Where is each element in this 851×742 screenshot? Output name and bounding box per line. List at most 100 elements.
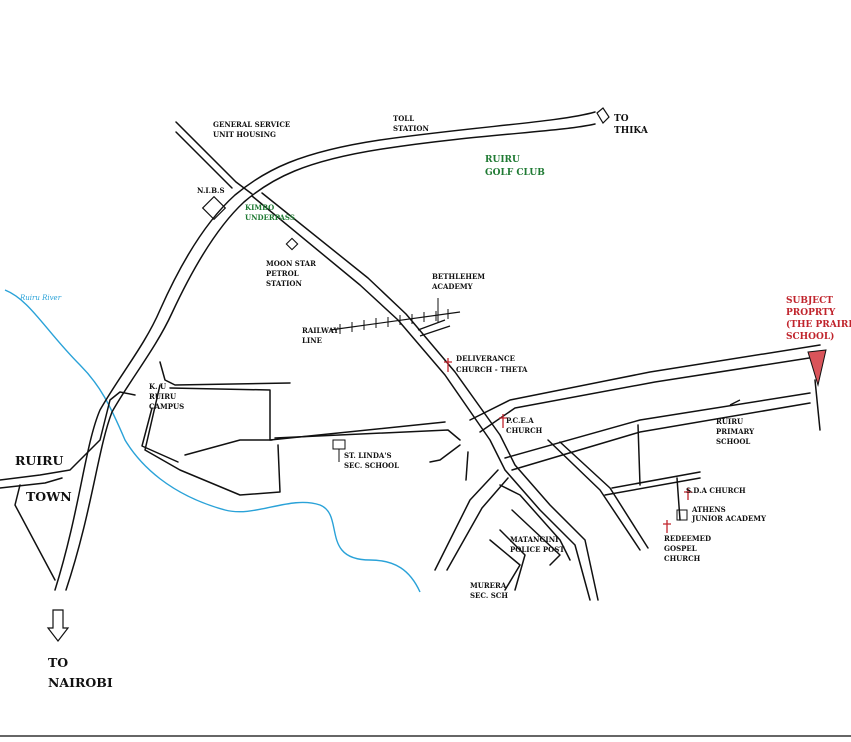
- thika-highway-south: [65, 123, 596, 591]
- ku-road-b: [169, 387, 446, 441]
- label-golf-club: RUIRU: [485, 155, 520, 165]
- label-pcea-2: CHURCH: [506, 426, 543, 435]
- label-moonstar: MOON STAR: [266, 259, 316, 268]
- railway-ticks: [339, 309, 449, 334]
- athens-building: [676, 509, 688, 521]
- diag-road-1: [547, 439, 641, 551]
- st-linda-building: [332, 439, 346, 450]
- primary-road-b: [511, 402, 811, 471]
- south-road-b: [446, 477, 509, 571]
- sda-cross: [684, 488, 692, 500]
- label-murera: MURERA: [470, 581, 507, 590]
- label-ruiru-town: RUIRU: [15, 453, 64, 468]
- label-town: TOWN: [26, 489, 72, 504]
- label-deliverance-2: CHURCH - THETA: [456, 365, 528, 374]
- south-road-d: [429, 444, 461, 463]
- label-toll-2: STATION: [393, 124, 430, 133]
- ku-road-d: [141, 407, 179, 463]
- to-nairobi-arrow: [46, 609, 70, 642]
- label-subject-2: PROPRTY: [786, 308, 836, 318]
- label-redeemed-3: CHURCH: [664, 554, 701, 563]
- sda-vertical: [676, 477, 681, 521]
- ruiru-town-road-2: [0, 477, 63, 489]
- subject-road-b: [479, 355, 823, 433]
- label-murera-2: SEC. SCH: [470, 591, 508, 600]
- label-st-linda-2: SEC. SCHOOL: [344, 461, 399, 470]
- south-road-c: [499, 484, 571, 561]
- label-matangini: MATANGINI: [510, 535, 558, 544]
- to-thika-arrow: [596, 107, 610, 124]
- kimbo-road-a: [251, 195, 591, 601]
- kimbo-road-b: [261, 192, 599, 601]
- ku-road-a: [159, 361, 291, 386]
- label-river: Ruiru River: [19, 294, 62, 302]
- south-road-a: [434, 469, 499, 571]
- label-st-linda: ST. LINDA'S: [344, 451, 392, 460]
- label-subject-3: (THE PRAIRIE: [786, 319, 851, 330]
- matangini-road: [511, 509, 561, 566]
- murera-road-2: [499, 529, 526, 591]
- pcea-cross: [499, 414, 507, 428]
- label-nibs: N.I.B.S: [197, 186, 225, 195]
- subject-spur: [814, 379, 821, 431]
- label-nairobi: NAIROBI: [48, 675, 113, 690]
- label-toll: TOLL: [393, 114, 414, 123]
- label-ku-3: CAMPUS: [149, 402, 184, 411]
- south-road-e: [465, 451, 469, 481]
- ruiru-town-loop: [14, 484, 56, 581]
- ruiru-town-road: [0, 391, 136, 481]
- label-kimbo: KIMBO: [245, 203, 274, 212]
- label-deliverance: DELIVERANCE: [456, 354, 515, 363]
- redeemed-cross: [663, 520, 671, 533]
- label-thika: THIKA: [614, 126, 649, 136]
- label-athens: ATHENS: [691, 505, 726, 514]
- label-golf-club-2: GOLF CLUB: [485, 168, 545, 178]
- label-moonstar-2: PETROL: [266, 269, 299, 278]
- label-ruiru-primary-2: PRIMARY: [716, 427, 755, 436]
- primary-vertical: [637, 424, 641, 486]
- label-pcea: P.C.E.A: [506, 416, 534, 425]
- label-matangini-2: POLICE POST: [510, 545, 565, 554]
- ku-road-c: [144, 384, 281, 496]
- subject-road-a: [469, 344, 821, 421]
- label-to-nairobi: TO: [48, 655, 68, 670]
- label-kimbo-2: UNDERPASS: [245, 213, 295, 222]
- murera-road: [489, 539, 521, 591]
- label-ruiru-primary: RUIRU: [716, 417, 743, 426]
- label-subject: SUBJECT: [786, 296, 833, 306]
- gsu-road-2: [175, 131, 233, 189]
- label-bethlehem-2: ACADEMY: [431, 282, 474, 291]
- ruiru-river: [4, 289, 421, 593]
- diag-road-2: [559, 441, 649, 549]
- st-linda-road: [274, 429, 461, 441]
- thika-highway-north: [54, 111, 596, 591]
- label-bethlehem: BETHLEHEM: [432, 272, 485, 281]
- st-linda-spur: [184, 439, 273, 456]
- moonstar-building: [285, 237, 299, 251]
- label-ku: K. U: [149, 382, 166, 391]
- label-moonstar-3: STATION: [266, 279, 303, 288]
- subject-property-marker[interactable]: [807, 349, 827, 387]
- sda-road: [604, 471, 701, 496]
- label-sda: S.D.A CHURCH: [686, 486, 746, 495]
- label-gsu: GENERAL SERVICE: [213, 120, 290, 129]
- label-redeemed-2: GOSPEL: [664, 544, 697, 553]
- nibs-building: [201, 195, 227, 221]
- label-athens-2: JUNIOR ACADEMY: [691, 514, 767, 523]
- bethlehem-access: [417, 319, 451, 337]
- label-gsu-2: UNIT HOUSING: [213, 130, 276, 139]
- label-ruiru-primary-3: SCHOOL: [716, 437, 750, 446]
- primary-road-a: [504, 392, 811, 459]
- label-railway-2: LINE: [302, 336, 322, 345]
- label-railway: RAILWAY: [302, 326, 339, 335]
- primary-pointer: [729, 399, 741, 406]
- label-redeemed: REDEEMED: [664, 534, 711, 543]
- label-subject-4: SCHOOL): [786, 331, 834, 342]
- label-ku-2: RUIRU: [149, 392, 176, 401]
- deliverance-cross: [444, 358, 452, 372]
- church-markers: [444, 358, 692, 533]
- gsu-road: [175, 121, 253, 195]
- label-to-thika: TO: [614, 114, 629, 124]
